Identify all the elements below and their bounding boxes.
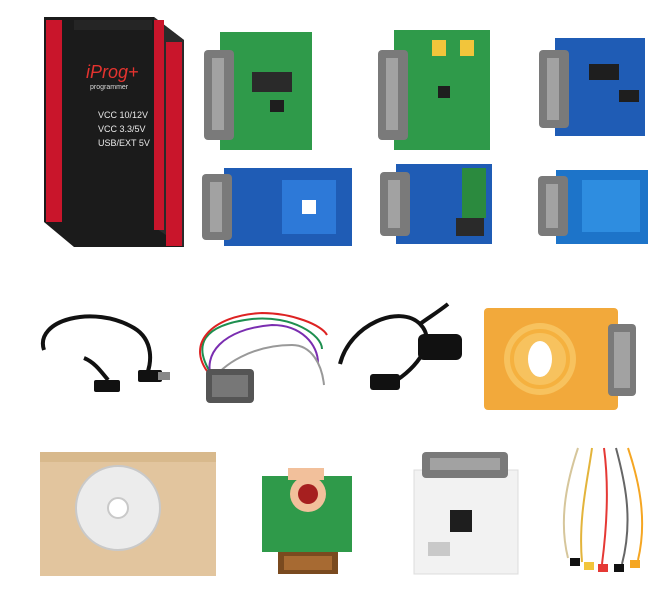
jumper-wires (548, 438, 658, 578)
iprog-programmer: iProg+ programmer VCC 10/12V VCC 3.3/5V … (34, 12, 194, 252)
green-adapter-board-2 (374, 22, 494, 150)
programmer-body (44, 17, 184, 247)
green-module-board (258, 456, 358, 580)
obd-cable (330, 294, 475, 399)
led-label-1: VCC 10/12V (98, 110, 149, 120)
led-label-2: VCC 3.3/5V (98, 124, 146, 134)
multi-wire-cable (182, 305, 332, 415)
blue-adapter-board-3 (376, 158, 494, 244)
usb-cable (34, 310, 174, 396)
green-adapter-board-1 (200, 22, 318, 150)
orange-coil-board (480, 304, 640, 414)
white-adapter-board (404, 446, 526, 576)
software-box (40, 452, 216, 576)
blue-adapter-board-2 (198, 164, 354, 248)
led-label-3: USB/EXT 5V (98, 138, 150, 148)
blue-adapter-board-4 (534, 164, 650, 244)
brand-label: iProg+ (86, 62, 139, 82)
subtitle-label: programmer (90, 84, 129, 91)
blue-adapter-board-1 (535, 34, 649, 136)
